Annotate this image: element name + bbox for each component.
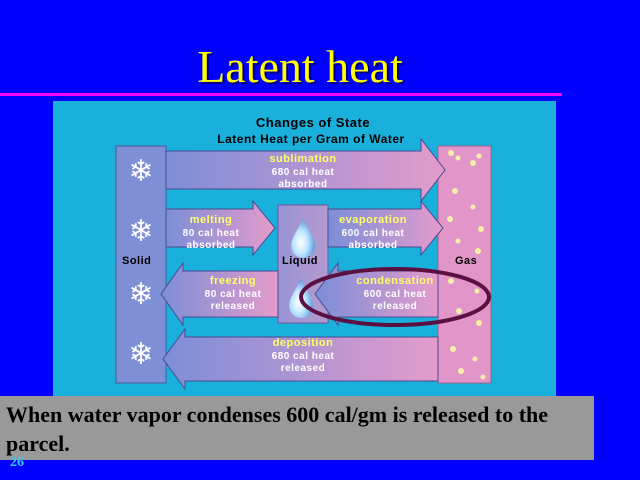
sublimation-line1: 680 cal heat: [272, 167, 335, 178]
melting-line1: 80 cal heat: [183, 228, 240, 239]
freezing-line1: 80 cal heat: [205, 289, 262, 300]
gas-label: Gas: [455, 255, 477, 267]
solid-label: Solid: [122, 255, 151, 267]
slide-number: 26: [10, 455, 24, 470]
deposition-line2: released: [281, 363, 326, 374]
snowflake-icon: ❄: [128, 154, 153, 189]
solid-column: [115, 145, 167, 384]
deposition-arrow: [162, 327, 439, 391]
melting-arrow: [165, 199, 276, 257]
condensation-line1: 600 cal heat: [364, 289, 427, 300]
caption-box: When water vapor condenses 600 cal/gm is…: [0, 396, 594, 460]
evaporation-line1: 600 cal heat: [342, 228, 405, 239]
freezing-name: freezing: [210, 275, 256, 287]
vapor-dots: [447, 150, 486, 380]
changes-of-state-diagram: Changes of State Latent Heat per Gram of…: [53, 101, 556, 397]
gas-column: [437, 145, 492, 384]
evaporation-line2: absorbed: [348, 240, 397, 251]
condensation-line2: released: [373, 301, 418, 312]
diagram-canvas: Changes of State Latent Heat per Gram of…: [115, 115, 492, 391]
diagram-subtitle: Latent Heat per Gram of Water: [217, 132, 404, 146]
evaporation-name: evaporation: [339, 214, 407, 226]
title-divider: [0, 93, 562, 96]
water-drop-icon: [291, 219, 315, 258]
condensation-name: condensation: [356, 275, 434, 287]
sublimation-arrow: [165, 137, 446, 203]
deposition-name: deposition: [273, 337, 334, 349]
caption-text: When water vapor condenses 600 cal/gm is…: [6, 402, 549, 456]
melting-line2: absorbed: [186, 240, 235, 251]
evaporation-arrow: [327, 199, 444, 257]
condensation-highlight-ring: [299, 267, 491, 327]
snowflake-icon: ❄: [128, 214, 153, 249]
condensation-arrow: [314, 261, 439, 327]
sublimation-line2: absorbed: [278, 179, 327, 190]
deposition-line1: 680 cal heat: [272, 351, 335, 362]
melting-name: melting: [190, 214, 233, 226]
slide-title: Latent heat: [197, 41, 403, 92]
freezing-arrow: [160, 261, 279, 327]
snowflake-icon: ❄: [128, 337, 153, 372]
diagram-title: Changes of State: [256, 115, 370, 130]
snowflake-icon: ❄: [128, 277, 153, 312]
freezing-line2: released: [211, 301, 256, 312]
sublimation-name: sublimation: [269, 153, 336, 165]
liquid-label: Liquid: [282, 255, 318, 267]
